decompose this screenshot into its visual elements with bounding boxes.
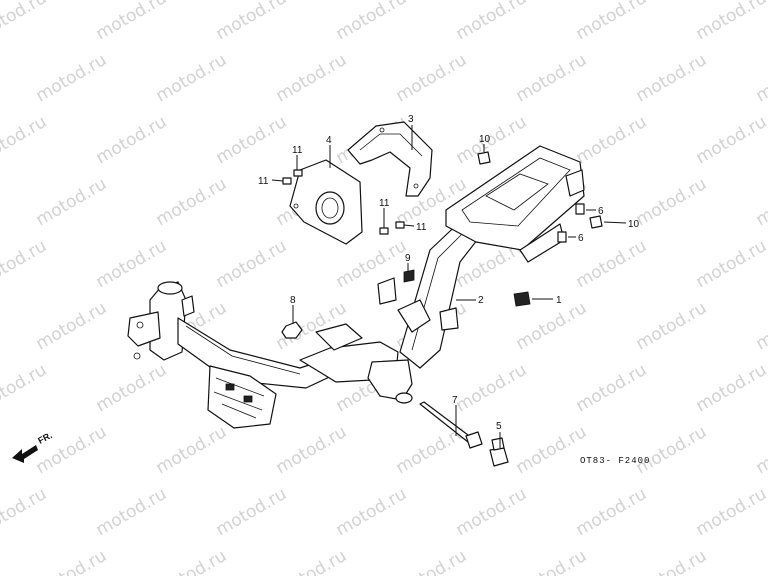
watermark-text: motod.ru	[33, 546, 111, 576]
callout-11-b: 11	[258, 176, 269, 187]
callout-4: 4	[326, 135, 332, 146]
callout-11-c: 11	[379, 198, 390, 209]
watermark-text: motod.ru	[93, 484, 171, 540]
watermark-text: motod.ru	[573, 484, 651, 540]
watermark-text: motod.ru	[693, 112, 768, 168]
watermark-text: motod.ru	[633, 546, 711, 576]
watermark-text: motod.ru	[0, 236, 50, 292]
callout-9: 9	[405, 253, 411, 264]
callout-11-d: 11	[416, 222, 427, 233]
watermark-text: motod.ru	[0, 360, 50, 416]
watermark-text: motod.ru	[513, 298, 591, 354]
callout-10-upper: 10	[479, 134, 491, 145]
watermark-text: motod.ru	[753, 422, 768, 478]
front-arrow-icon	[12, 445, 38, 463]
watermark-text: motod.ru	[513, 546, 591, 576]
watermark-text: motod.ru	[633, 50, 711, 106]
frame-body	[127, 145, 585, 429]
watermark-text: motod.ru	[33, 422, 111, 478]
callout-2: 2	[478, 295, 484, 306]
direction-label: FR.	[36, 430, 53, 446]
watermark-text: motod.ru	[633, 174, 711, 230]
callout-3: 3	[408, 114, 414, 125]
watermark-text: motod.ru	[393, 50, 471, 106]
watermark-text: motod.ru	[753, 546, 768, 576]
callout-5: 5	[496, 421, 502, 432]
watermark-text: motod.ru	[573, 0, 651, 44]
callout-6-upper: 6	[598, 206, 604, 217]
watermark-text: motod.ru	[333, 484, 411, 540]
callout-10-right: 10	[628, 219, 640, 230]
hardware	[281, 151, 603, 467]
callout-8: 8	[290, 295, 296, 306]
watermark-text: motod.ru	[273, 422, 351, 478]
watermark-text: motod.ru	[513, 422, 591, 478]
watermark-text: motod.ru	[213, 112, 291, 168]
watermark-text: motod.ru	[213, 0, 291, 44]
watermark-text: motod.ru	[333, 0, 411, 44]
watermark-text: motod.ru	[93, 112, 171, 168]
watermark-text: motod.ru	[0, 112, 50, 168]
watermark-text: motod.ru	[333, 236, 411, 292]
watermark-text: motod.ru	[753, 298, 768, 354]
watermark-text: motod.ru	[693, 360, 768, 416]
watermark-text: motod.ru	[153, 50, 231, 106]
watermark-text: motod.ru	[153, 422, 231, 478]
watermark-text: motod.ru	[573, 360, 651, 416]
watermark-text: motod.ru	[573, 112, 651, 168]
watermark-text: motod.ru	[753, 50, 768, 106]
watermark-text: motod.ru	[213, 484, 291, 540]
callouts: 1 2 3 4 5 6 6 7 8 9 10 10 11 11 11 11	[258, 114, 640, 432]
watermark-text: motod.ru	[453, 0, 531, 44]
watermark-text: motod.ru	[633, 422, 711, 478]
watermark-text: motod.ru	[93, 360, 171, 416]
watermark-text: motod.ru	[0, 0, 50, 44]
watermark-text: motod.ru	[273, 546, 351, 576]
watermark-text: motod.ru	[153, 174, 231, 230]
watermark-text: motod.ru	[93, 236, 171, 292]
part-3-bracket	[347, 121, 433, 197]
watermark-text: motod.ru	[33, 298, 111, 354]
drawing-code: OT83- F2400	[580, 456, 650, 466]
watermark-text: motod.ru	[453, 112, 531, 168]
callout-11-a: 11	[292, 145, 303, 156]
watermark-text: motod.ru	[693, 236, 768, 292]
callout-6-lower: 6	[578, 233, 584, 244]
watermark-text: motod.ru	[33, 174, 111, 230]
watermark-text: motod.ru	[33, 50, 111, 106]
watermark-text: motod.ru	[453, 484, 531, 540]
watermark-text: motod.ru	[693, 484, 768, 540]
callout-1: 1	[556, 295, 562, 306]
watermark-text: motod.ru	[273, 50, 351, 106]
watermark-text: motod.ru	[453, 360, 531, 416]
watermark-text: motod.ru	[513, 50, 591, 106]
leader-lines	[271, 125, 627, 448]
watermark-text: motod.ru	[753, 174, 768, 230]
watermark-text: motod.ru	[393, 546, 471, 576]
watermark-text: motod.ru	[0, 484, 50, 540]
part-4-cover	[289, 159, 363, 245]
watermark-text: motod.ru	[573, 236, 651, 292]
watermark-text: motod.ru	[633, 298, 711, 354]
watermark-text: motod.ru	[693, 0, 768, 44]
watermark-text: motod.ru	[93, 0, 171, 44]
watermark-text: motod.ru	[213, 236, 291, 292]
watermark-text: motod.ru	[153, 546, 231, 576]
callout-7: 7	[452, 395, 458, 406]
